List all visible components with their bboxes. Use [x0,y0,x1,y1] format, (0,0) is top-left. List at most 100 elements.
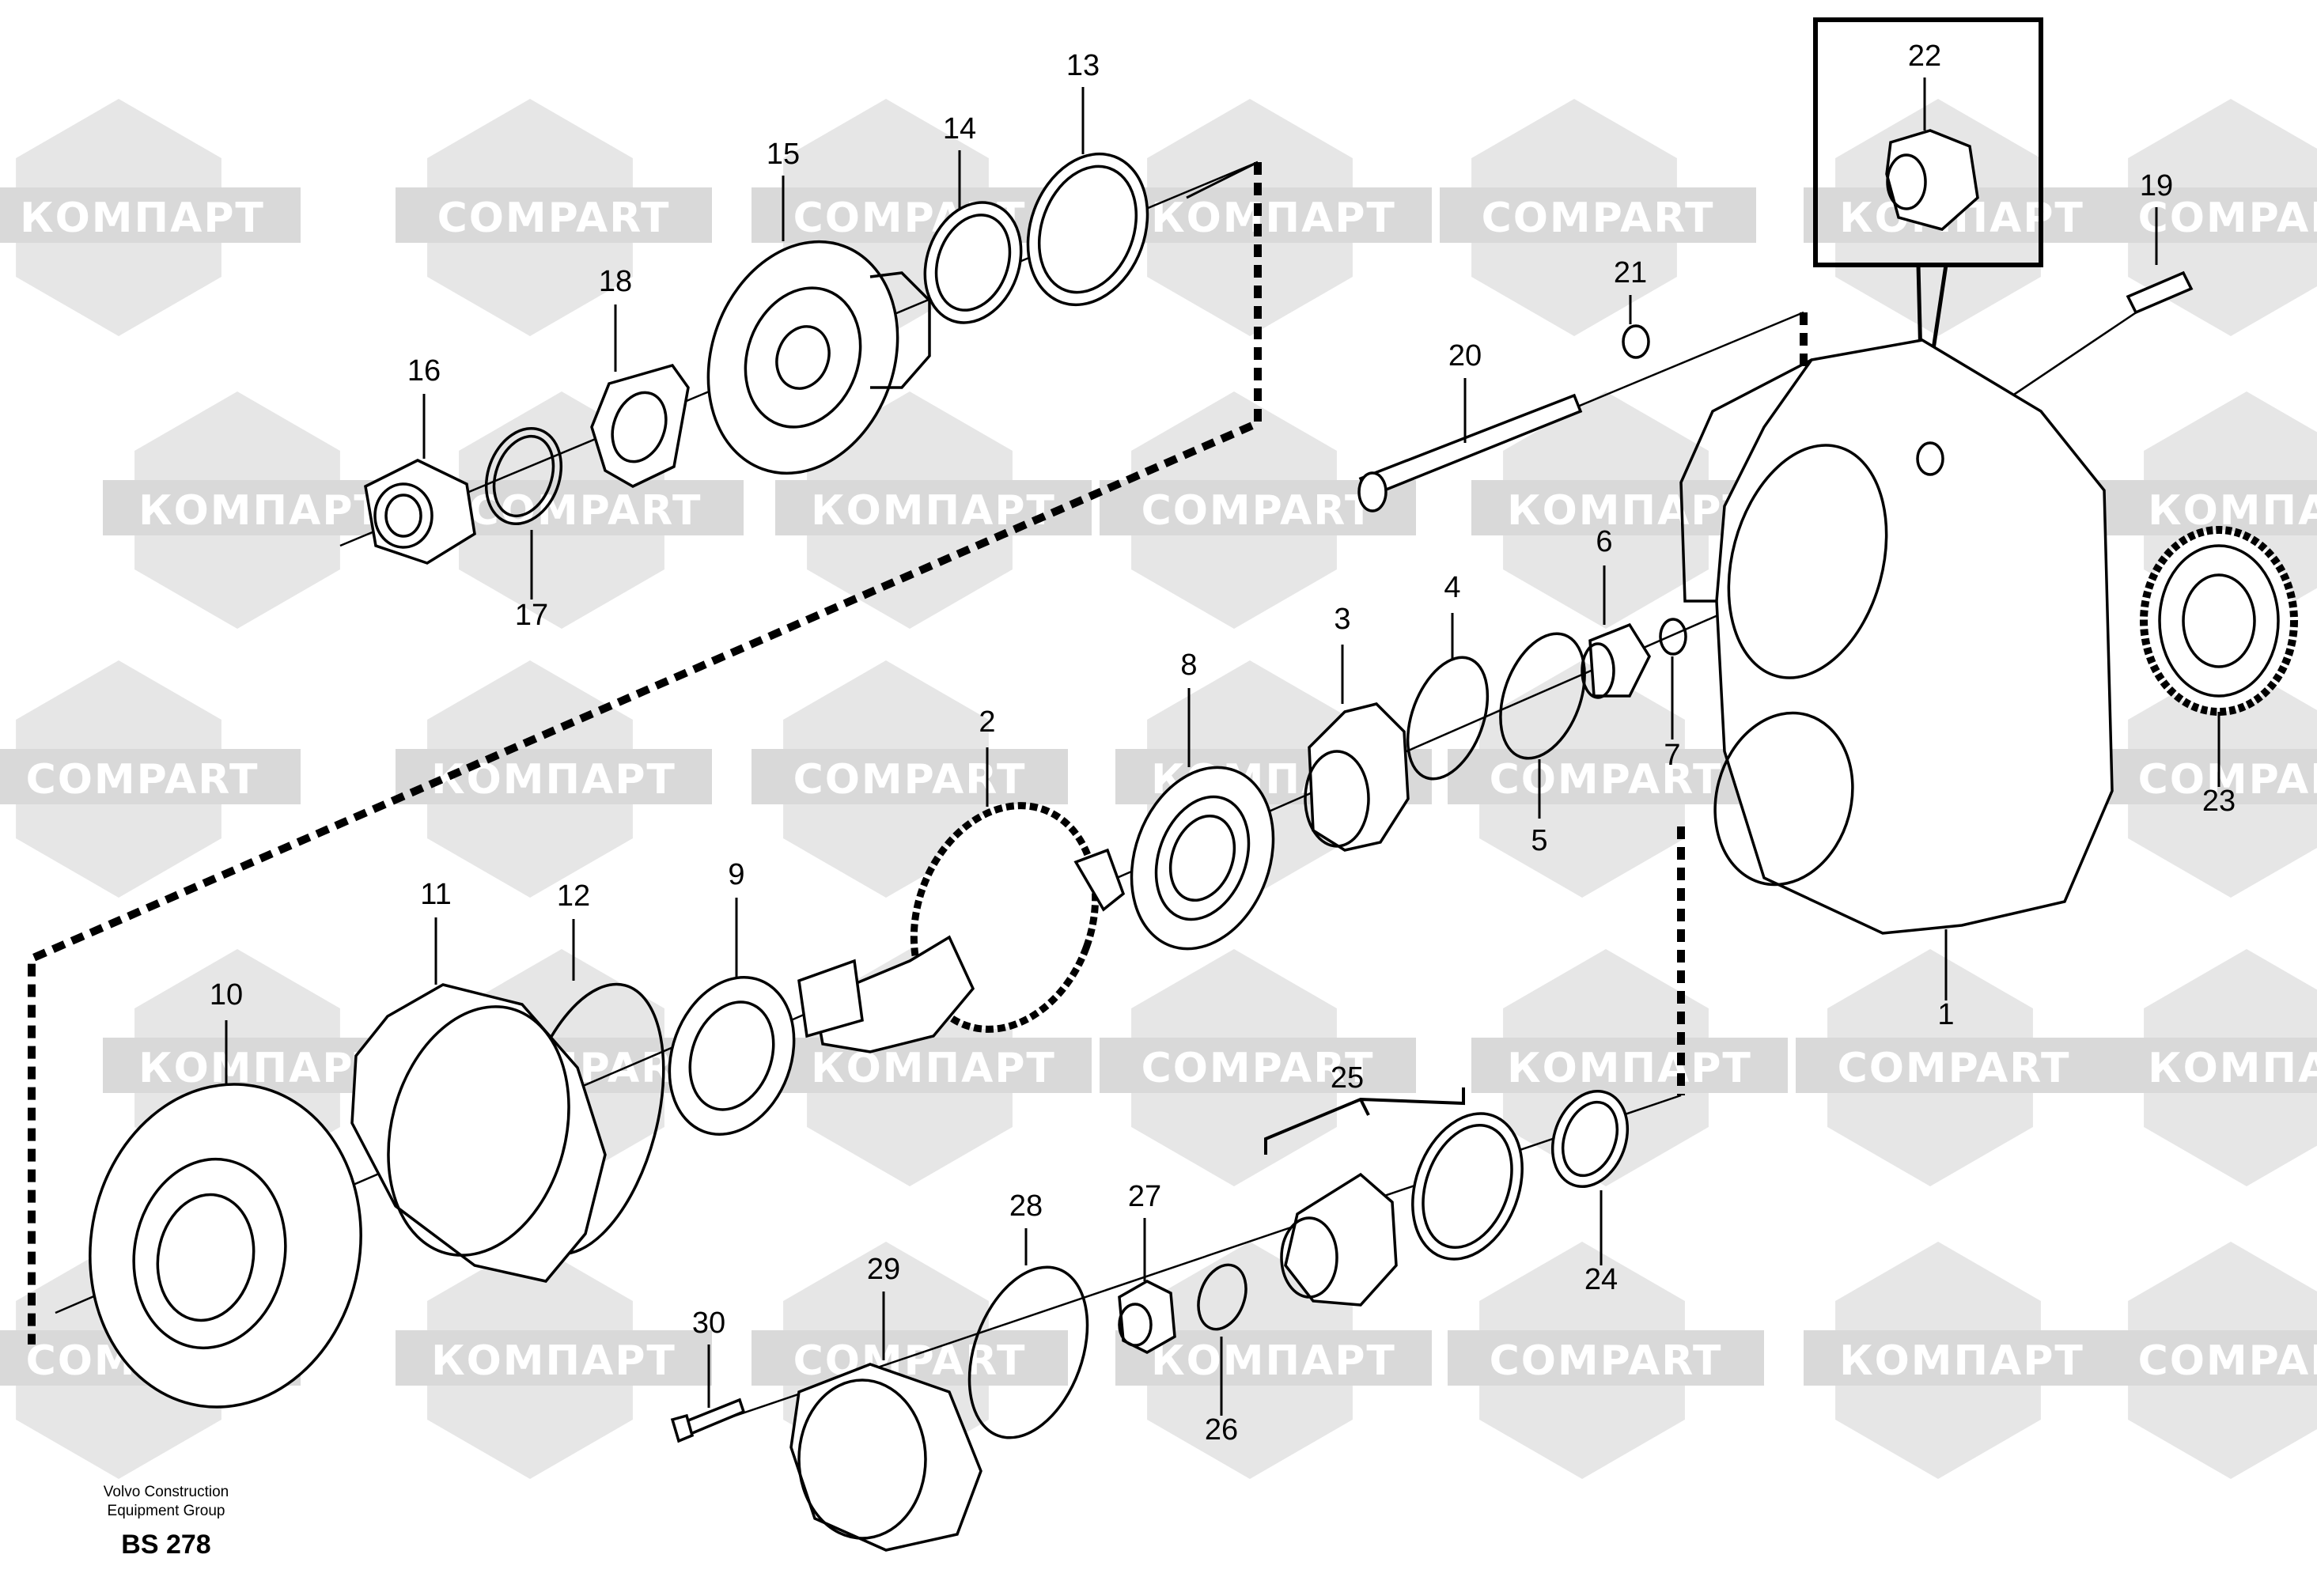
part-25-taper-bearing-set [1264,1087,1524,1307]
watermark-band [775,1038,1092,1093]
watermark-band [2096,1330,2317,1386]
callout-number: 30 [692,1307,725,1340]
watermark-tile: КОМПАРТ [775,391,1092,629]
part-27-nut [1118,1280,1176,1354]
watermark-text: КОМПАРТ [1151,195,1396,242]
callout-number: 28 [1009,1189,1043,1223]
watermark-tile: COMPART [396,99,712,336]
part-4-o-ring [1406,656,1490,781]
callout-22: 22 [1908,40,1941,130]
watermark-band [1796,1038,2112,1093]
part-26-circlip [1197,1263,1247,1331]
callout-27: 27 [1128,1180,1161,1281]
watermark-band [396,749,712,804]
watermark-band [2112,1038,2317,1093]
watermark-tile: КОМПАРТ [1115,99,1432,336]
callout-number: 4 [1444,571,1460,604]
watermark-text: COMPART [469,487,702,535]
part-2-gear-shaft [797,802,1126,1053]
watermark-text: COMPART [1490,1337,1723,1385]
callout-14: 14 [943,112,976,210]
watermark-band [0,749,301,804]
watermark-text: КОМПАРТ [20,195,265,242]
part-9-ball-bearing [668,976,796,1136]
callout-number: 10 [210,978,243,1012]
callout-15: 15 [767,138,800,241]
watermark-tile: КОМПАРТ [1804,1242,2120,1479]
part-1-gear-housing [1679,338,2114,935]
part-14-seal-ring [923,201,1023,324]
watermark-tile: КОМПАРТ [103,391,419,629]
watermark-tile: COMPART [1100,391,1416,629]
callout-6: 6 [1596,525,1613,625]
watermark-tile: КОМПАРТ [2112,949,2317,1186]
part-28-o-ring [967,1265,1089,1439]
watermark-tile: COMPART [1448,1242,1764,1479]
callout-number: 26 [1205,1413,1238,1447]
watermark-tile: КОМПАРТ [1471,949,1788,1186]
part-21-washer [1622,324,1650,359]
callout-2: 2 [979,705,996,807]
part-20-long-bolt [1357,393,1583,512]
callout-number: 2 [979,705,995,739]
watermark-band [1804,1330,2120,1386]
watermark-tile: COMPART [1100,949,1416,1186]
watermark-text: КОМПАРТ [811,1045,1056,1092]
callout-29: 29 [867,1253,900,1360]
watermark-band [396,187,712,243]
watermark-text: КОМПАРТ [138,487,384,535]
callout-21: 21 [1614,256,1647,324]
exploded-view-drawing [28,17,2298,1552]
callout-number: 12 [557,879,590,913]
watermark-text: COMPART [1482,195,1715,242]
callout-number: 17 [515,599,548,632]
watermark-text: COMPART [1838,1045,2071,1092]
callout-25: 25 [1331,1061,1364,1095]
callout-number: 29 [867,1253,900,1286]
drawing-code: BS 278 [121,1530,211,1560]
part-29-end-cover [789,1363,982,1552]
callout-10: 10 [210,978,243,1084]
watermark-text: COMPART [437,195,671,242]
callout-18: 18 [599,265,632,372]
part-13-sleeve [1026,152,1149,307]
callout-13: 13 [1066,49,1100,154]
watermark-tile: COMPART [1796,949,2112,1186]
part-24-sleeve [1550,1089,1630,1189]
callout-number: 21 [1614,256,1647,289]
watermark-text: КОМПАРТ [431,1337,676,1385]
callout-4: 4 [1444,571,1461,660]
watermark-band [0,187,301,243]
callout-number: 18 [599,265,632,298]
part-11-gasket [350,983,607,1283]
assembly-dashed-outline-upper [28,162,1262,1344]
watermark-tile: COMPART [1448,660,1764,898]
part-15-companion-flange [706,240,931,475]
part-22-inset-box [1813,17,2043,424]
watermark-text: COMPART [2138,1337,2317,1385]
callout-number: 7 [1664,739,1680,772]
callout-number: 1 [1937,998,1954,1031]
watermark-band [2096,749,2317,804]
part-7-snap-ring [1659,618,1687,656]
callout-number: 15 [767,138,800,171]
watermark-band [752,749,1068,804]
callout-number: 6 [1596,525,1612,558]
watermark-text: КОМПАРТ [1507,1045,1752,1092]
watermark-tile: COMPART [752,660,1068,898]
watermark-tile: COMPART [1440,99,1756,336]
watermark-band [2112,480,2317,535]
callout-8: 8 [1180,649,1198,767]
watermark-text: КОМПАРТ [1151,1337,1396,1385]
callout-19: 19 [2140,169,2173,265]
watermark-band [427,480,744,535]
callout-16: 16 [407,354,441,459]
callout-number: 20 [1448,339,1482,373]
part-23-spur-gear [2140,526,2298,716]
watermark-text: COMPART [2138,756,2317,804]
watermark-tile: КОМПАРТ [396,660,712,898]
watermark-tile: COMPART [2096,660,2317,898]
watermark-tile: COMPART [427,391,744,629]
